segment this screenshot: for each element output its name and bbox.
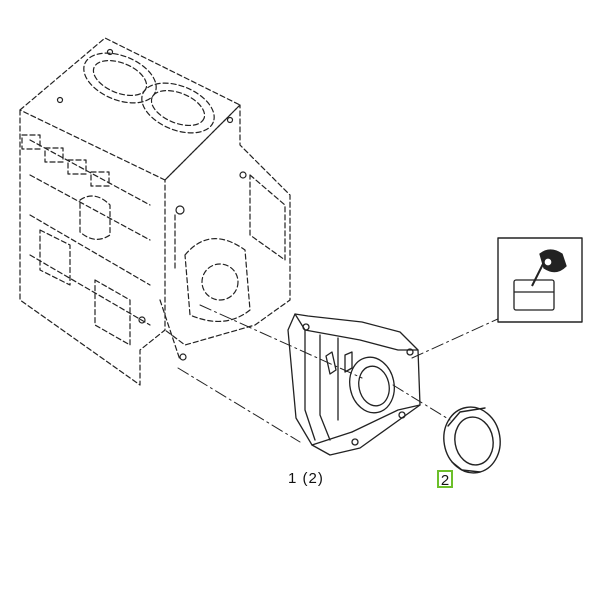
callout-part-1: 1 (2) — [288, 470, 324, 487]
rear-seal-housing — [287, 313, 421, 456]
oil-seal-ring — [443, 406, 501, 474]
callout-part-2[interactable]: 2 — [437, 470, 453, 489]
engine-block — [19, 37, 291, 386]
oil-can-lubricate-icon — [513, 249, 567, 311]
block-bolt-holes — [56, 48, 247, 361]
